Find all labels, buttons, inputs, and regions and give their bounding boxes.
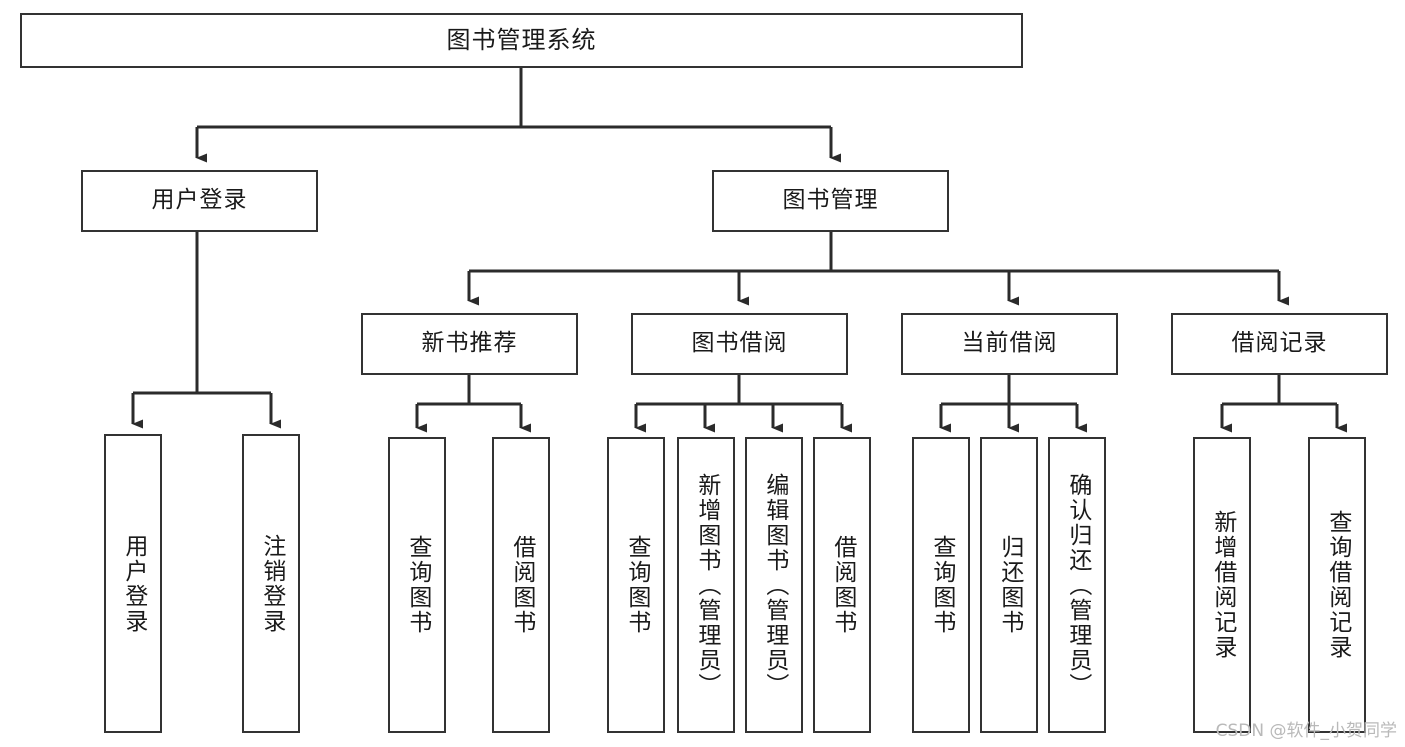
node-label: 查询图书 <box>928 535 955 635</box>
node-borrow-record[interactable]: 借阅记录 <box>1171 313 1388 375</box>
node-leaf-user-login[interactable]: 用户登录 <box>104 434 162 733</box>
node-book-borrow[interactable]: 图书借阅 <box>631 313 848 375</box>
node-label: 新增图书（管理员） <box>693 472 720 698</box>
node-leaf-query-book-rec[interactable]: 查询图书 <box>388 437 446 733</box>
node-label: 归还图书 <box>996 535 1023 635</box>
node-label: 新增借阅记录 <box>1209 510 1236 660</box>
node-label: 图书管理 <box>782 187 879 214</box>
node-leaf-confirm-return-admin[interactable]: 确认归还（管理员） <box>1048 437 1106 733</box>
node-book-management[interactable]: 图书管理 <box>712 170 949 232</box>
node-leaf-logout[interactable]: 注销登录 <box>242 434 300 733</box>
node-label: 借阅记录 <box>1231 330 1328 357</box>
node-leaf-edit-book-admin[interactable]: 编辑图书（管理员） <box>745 437 803 733</box>
node-label: 查询图书 <box>623 535 650 635</box>
node-label: 查询图书 <box>404 535 431 635</box>
node-label: 新书推荐 <box>421 330 518 357</box>
node-label: 图书管理系统 <box>446 26 597 55</box>
node-label: 当前借阅 <box>961 330 1058 357</box>
node-leaf-return-book[interactable]: 归还图书 <box>980 437 1038 733</box>
node-leaf-query-book-borrow[interactable]: 查询图书 <box>607 437 665 733</box>
node-user-login[interactable]: 用户登录 <box>81 170 318 232</box>
node-leaf-add-borrow-record[interactable]: 新增借阅记录 <box>1193 437 1251 733</box>
node-label: 查询借阅记录 <box>1324 510 1351 660</box>
node-leaf-query-borrow-record[interactable]: 查询借阅记录 <box>1308 437 1366 733</box>
node-current-borrow[interactable]: 当前借阅 <box>901 313 1118 375</box>
node-leaf-query-book-current[interactable]: 查询图书 <box>912 437 970 733</box>
node-label: 图书借阅 <box>691 330 788 357</box>
node-label: 编辑图书（管理员） <box>761 472 788 698</box>
node-leaf-borrow-book[interactable]: 借阅图书 <box>813 437 871 733</box>
node-label: 借阅图书 <box>829 535 856 635</box>
node-root-book-management-system[interactable]: 图书管理系统 <box>20 13 1023 68</box>
node-label: 用户登录 <box>151 187 248 214</box>
node-label: 用户登录 <box>120 533 147 634</box>
csdn-watermark: CSDN @软件_小贺同学 <box>1215 721 1397 741</box>
node-leaf-borrow-book-rec[interactable]: 借阅图书 <box>492 437 550 733</box>
node-new-book-recommendation[interactable]: 新书推荐 <box>361 313 578 375</box>
node-leaf-add-book-admin[interactable]: 新增图书（管理员） <box>677 437 735 733</box>
node-label: 注销登录 <box>258 533 285 634</box>
node-label: 确认归还（管理员） <box>1064 472 1091 698</box>
node-label: 借阅图书 <box>508 535 535 635</box>
